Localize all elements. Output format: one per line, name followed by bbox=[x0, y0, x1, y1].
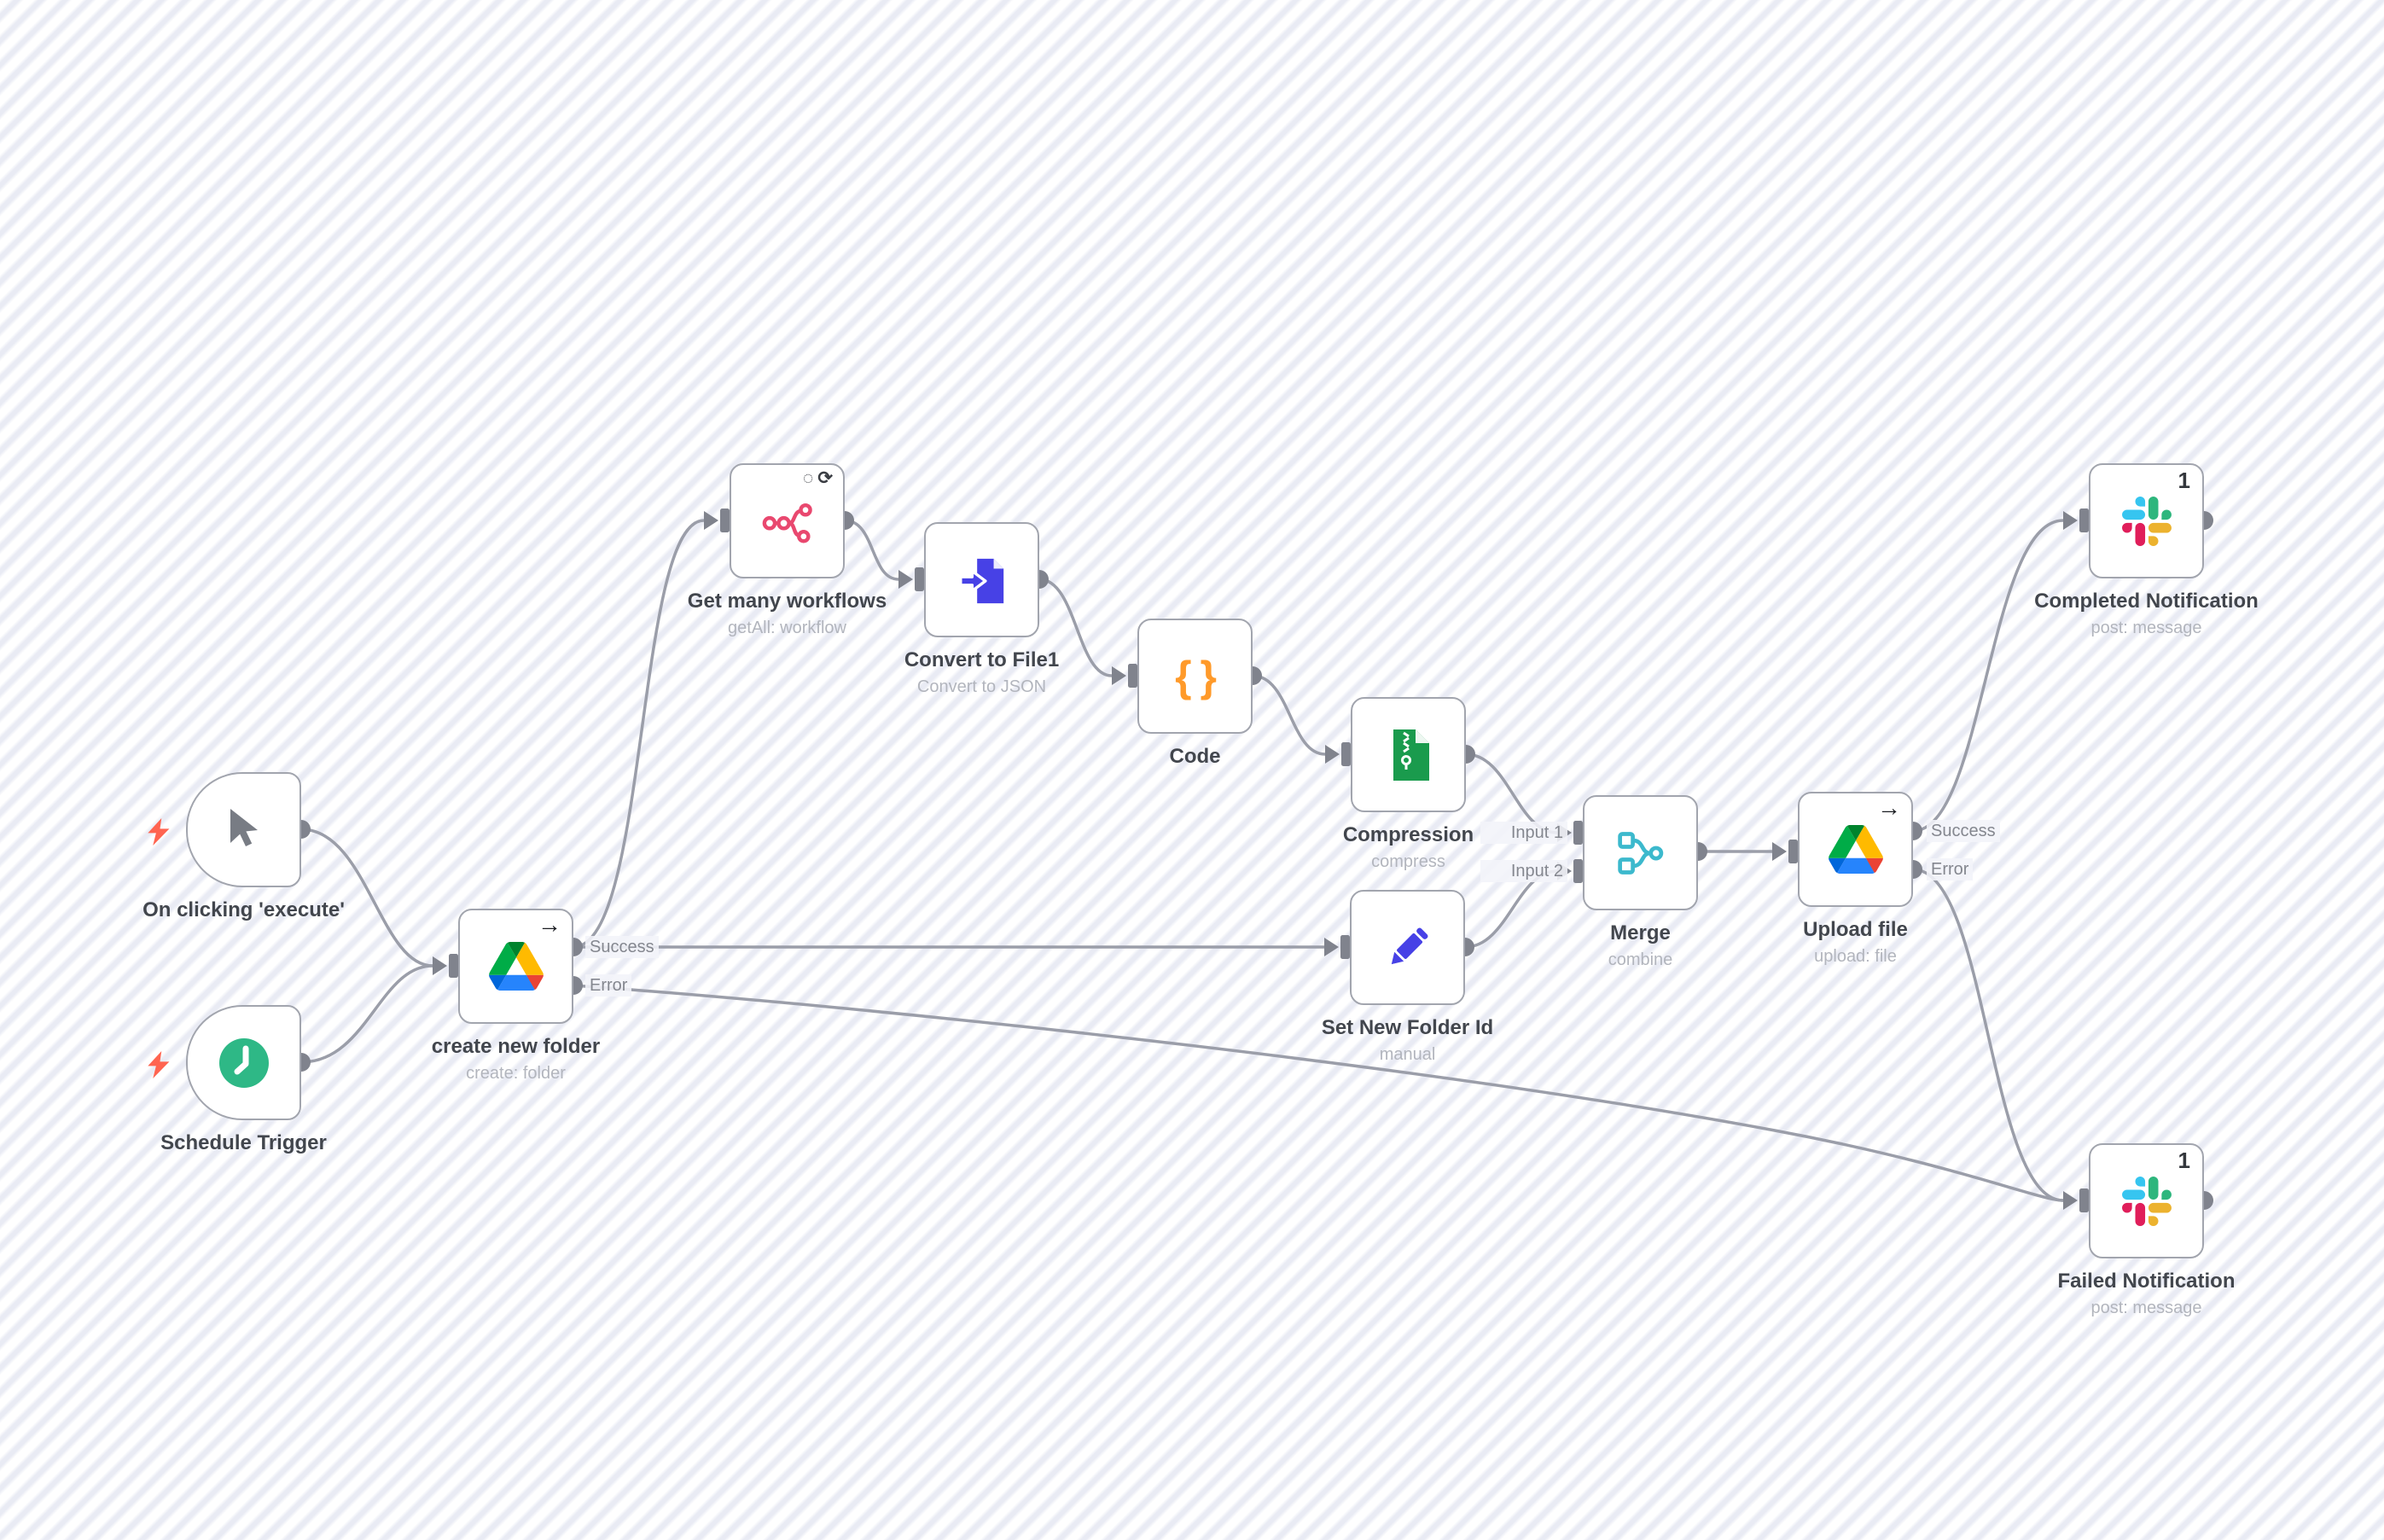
n8n-workflow-icon bbox=[762, 503, 812, 543]
node-label: Set New Folder Id bbox=[1321, 1016, 1494, 1039]
edge-upload-success-to-completed[interactable] bbox=[1911, 519, 2065, 833]
node-get-many-workflows[interactable]: ◌ ⟳ Get many workflows getAll: workflow bbox=[688, 463, 887, 637]
arrow-right-icon: → bbox=[538, 911, 561, 938]
node-label: Convert to File1 bbox=[904, 648, 1060, 671]
input-port[interactable] bbox=[704, 508, 730, 532]
input-port[interactable] bbox=[433, 954, 458, 978]
node-label: Code bbox=[1169, 745, 1221, 768]
slack-icon bbox=[2121, 496, 2172, 546]
trigger-bolt-icon bbox=[148, 1051, 170, 1078]
pencil-icon bbox=[1391, 927, 1427, 964]
node-label: On clicking 'execute' bbox=[142, 898, 345, 921]
input-port[interactable] bbox=[1324, 935, 1350, 959]
retry-icon: ⟳ bbox=[817, 468, 833, 488]
node-sublabel: create: folder bbox=[466, 1064, 566, 1083]
node-completed-notification[interactable]: 1 Completed Notification post: message bbox=[2034, 463, 2259, 637]
node-code[interactable]: { } Code bbox=[1137, 619, 1253, 768]
node-setting-icons: ◌ ⟳ bbox=[803, 468, 833, 489]
zip-file-icon bbox=[1393, 729, 1429, 781]
input-port[interactable] bbox=[2063, 1188, 2089, 1212]
google-drive-icon bbox=[1828, 825, 1883, 874]
edge-label-error: Error bbox=[1927, 858, 1974, 880]
node-convert-to-file1[interactable]: Convert to File1 Convert to JSON bbox=[904, 522, 1059, 696]
node-label: Completed Notification bbox=[2034, 590, 2259, 613]
input-port[interactable] bbox=[2063, 508, 2089, 532]
merge-icon bbox=[1617, 831, 1663, 875]
edge-code-to-compression[interactable] bbox=[1251, 674, 1327, 756]
file-import-icon bbox=[958, 558, 1003, 603]
node-sublabel: Convert to JSON bbox=[916, 677, 1047, 696]
node-schedule-trigger[interactable]: Schedule Trigger bbox=[148, 1005, 327, 1154]
node-label: Merge bbox=[1610, 921, 1671, 944]
node-create-new-folder[interactable]: → create new folder create: folder bbox=[432, 909, 600, 1083]
clock-icon bbox=[218, 1037, 269, 1088]
node-sublabel: upload: file bbox=[1814, 947, 1897, 966]
input-port[interactable] bbox=[1772, 840, 1798, 863]
edge-label-success: Success bbox=[585, 936, 659, 958]
edge-convert-to-code[interactable] bbox=[1038, 578, 1114, 677]
edge-execute-to-create-folder[interactable] bbox=[299, 828, 434, 968]
node-set-new-folder-id[interactable]: Set New Folder Id manual bbox=[1322, 890, 1493, 1064]
edge-upload-error-to-failed[interactable] bbox=[1911, 868, 2065, 1202]
node-label: create new folder bbox=[431, 1035, 601, 1058]
arrow-right-icon: → bbox=[1877, 794, 1901, 821]
edge-label-success: Success bbox=[1927, 820, 2000, 842]
input-port[interactable] bbox=[898, 567, 924, 591]
node-label: Failed Notification bbox=[2057, 1270, 2236, 1293]
node-on-clicking-execute[interactable]: On clicking 'execute' bbox=[142, 772, 345, 921]
node-sublabel: post: message bbox=[2090, 1299, 2202, 1317]
edge-get-workflows-to-convert[interactable] bbox=[843, 519, 900, 581]
node-label: Upload file bbox=[1803, 918, 1908, 941]
edge-create-success-to-get-workflows[interactable] bbox=[572, 519, 706, 949]
loop-icon: ◌ bbox=[802, 468, 814, 488]
slack-icon bbox=[2121, 1176, 2172, 1226]
node-sublabel: compress bbox=[1371, 852, 1445, 871]
cursor-icon bbox=[230, 808, 258, 846]
node-sublabel: manual bbox=[1379, 1045, 1436, 1064]
edge-create-error-to-failed[interactable] bbox=[572, 984, 2065, 1202]
node-merge[interactable]: Merge combine bbox=[1583, 795, 1698, 969]
edge-label-error: Error bbox=[585, 974, 632, 997]
items-count-badge: 1 bbox=[2178, 1148, 2190, 1173]
node-sublabel: combine bbox=[1608, 950, 1673, 969]
node-sublabel: getAll: workflow bbox=[728, 619, 846, 637]
input-port[interactable] bbox=[1325, 742, 1351, 766]
google-drive-icon bbox=[488, 942, 544, 991]
node-label: Schedule Trigger bbox=[160, 1131, 327, 1154]
node-compression[interactable]: Compression compress bbox=[1343, 697, 1474, 871]
trigger-bolt-icon bbox=[148, 818, 170, 846]
edge-schedule-to-create-folder[interactable] bbox=[299, 964, 434, 1064]
items-count-badge: 1 bbox=[2178, 468, 2190, 493]
node-sublabel: post: message bbox=[2090, 619, 2202, 637]
edge-set-folder-to-merge-input2[interactable] bbox=[1463, 869, 1559, 949]
edge-label-input2: Input 2 bbox=[1480, 860, 1567, 882]
input-port[interactable] bbox=[1112, 664, 1137, 688]
node-upload-file[interactable]: → Upload file upload: file bbox=[1798, 792, 1913, 966]
edge-label-input1: Input 1 bbox=[1480, 822, 1567, 844]
node-failed-notification[interactable]: 1 Failed Notification post: message bbox=[2057, 1143, 2236, 1317]
node-label: Compression bbox=[1342, 823, 1474, 846]
node-label: Get many workflows bbox=[687, 590, 887, 613]
curly-braces-icon: { } bbox=[1175, 652, 1217, 700]
